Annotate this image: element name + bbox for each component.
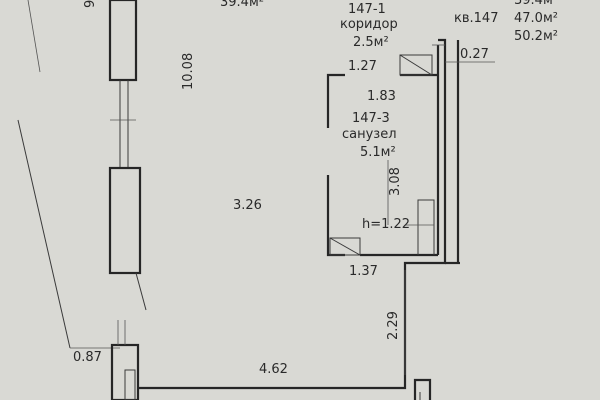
niche (417, 199, 435, 255)
shaft-diagonal (329, 237, 361, 256)
sketch-line (27, 0, 41, 73)
shaft-diagonal (399, 54, 433, 76)
ventilation-shaft (399, 54, 433, 76)
dimension-10-08: 10.08 (181, 53, 196, 90)
bottom-right-opening (413, 378, 432, 400)
window-lower (108, 166, 142, 275)
diagonal-construction-line (17, 119, 71, 349)
bathroom-name: санузел (342, 127, 397, 142)
dimension-1-37: 1.37 (349, 264, 378, 279)
corridor-name: коридор (340, 17, 398, 32)
right-exterior-wall (138, 38, 447, 390)
area-fragment: 39.4м² (514, 0, 558, 8)
corner-detail (124, 369, 136, 400)
wall-slant (135, 272, 147, 311)
living-area: 47.0м² (514, 11, 558, 26)
dimension-1-83: 1.83 (367, 89, 396, 104)
bathroom-wall-top-left (326, 73, 345, 128)
height-mark: h=1.22 (362, 217, 410, 232)
dimension-4-62: 4.62 (259, 362, 288, 377)
dimension-3-26: 3.26 (233, 198, 262, 213)
bathroom-shaft (329, 237, 361, 256)
dimension-0-87: 0.87 (73, 350, 102, 365)
bathroom-area: 5.1м² (360, 145, 396, 160)
bathroom-wall-bottom-left (326, 175, 345, 257)
corridor-id: 147-1 (348, 2, 386, 17)
main-room-area-fragment: 39.4м² (220, 0, 264, 10)
label-fragment: 9 (83, 0, 98, 8)
dimension-2-29: 2.29 (386, 311, 401, 340)
corridor-area: 2.5м² (353, 35, 389, 50)
bathroom-id: 147-3 (352, 111, 390, 126)
dimension-0-27: 0.27 (460, 47, 489, 62)
dimension-3-08: 3.08 (388, 167, 403, 196)
total-area: 50.2м² (514, 29, 558, 44)
window-upper (108, 0, 138, 82)
apartment-number: кв.147 (454, 11, 498, 26)
dimension-1-27: 1.27 (348, 59, 377, 74)
